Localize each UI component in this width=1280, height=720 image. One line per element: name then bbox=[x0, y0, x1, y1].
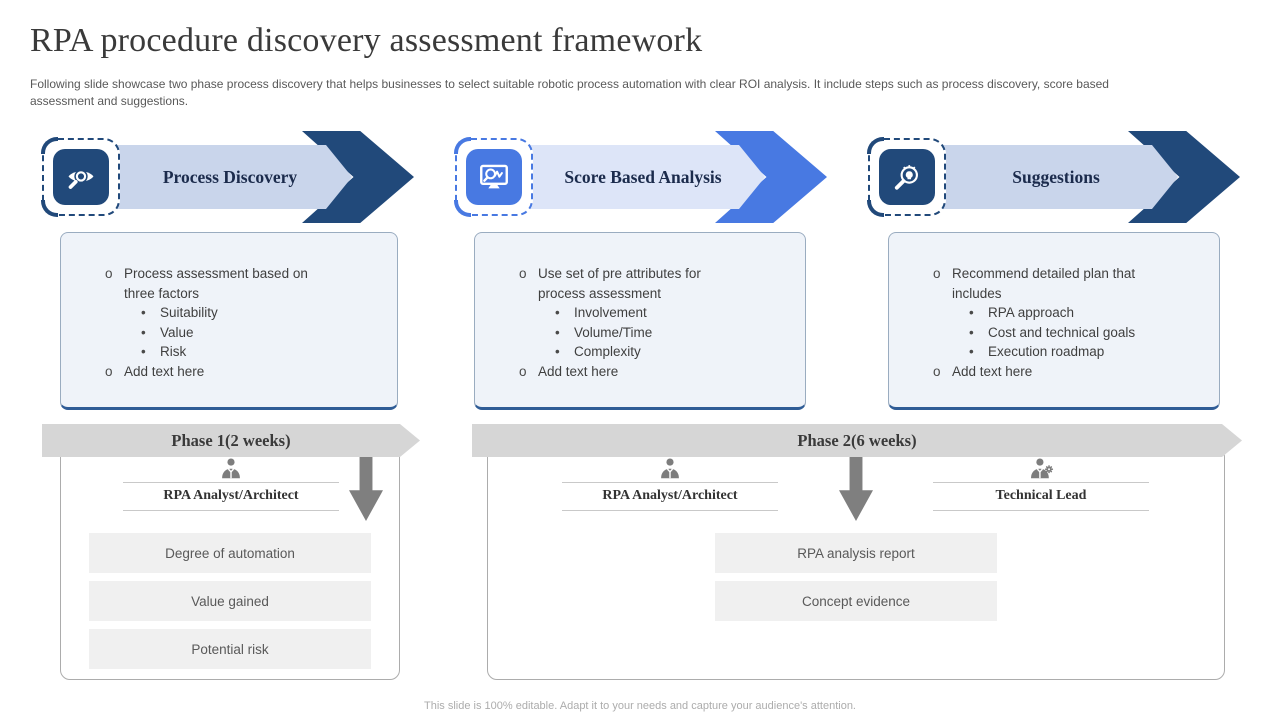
header-bar: Score Based Analysis bbox=[493, 145, 765, 209]
header-label: Suggestions bbox=[1012, 166, 1100, 187]
list-item: • Complexity bbox=[555, 342, 805, 362]
bullet-marker: • bbox=[555, 305, 560, 320]
bullet-marker: o bbox=[933, 266, 941, 281]
bullet-marker: • bbox=[141, 344, 146, 359]
criteria-box: Degree of automation bbox=[89, 533, 371, 573]
bullet-marker: o bbox=[933, 363, 941, 379]
list-item: • RPA approach bbox=[969, 303, 1219, 323]
list-item: • Involvement bbox=[555, 303, 805, 323]
phase-label: Phase 1(2 weeks) bbox=[171, 430, 291, 450]
bullet-text: Add text here bbox=[952, 363, 1033, 379]
phase-2-panel: RPA Analyst/Architect bbox=[487, 447, 1225, 680]
icon-tile bbox=[867, 137, 946, 217]
bullet-marker: • bbox=[555, 324, 560, 340]
icon-tile bbox=[41, 137, 120, 217]
criteria-box: Potential risk bbox=[89, 629, 371, 669]
list-item: • Cost and technical goals bbox=[969, 323, 1219, 343]
person-icon bbox=[562, 456, 778, 482]
corner-bracket bbox=[867, 200, 884, 217]
bullet-text: Add text here bbox=[124, 363, 205, 379]
bullet-text: Add text here bbox=[538, 363, 619, 379]
corner-bracket bbox=[41, 200, 58, 217]
list-item: o Process assessment based on three facto… bbox=[105, 264, 397, 303]
bullet-marker: • bbox=[141, 324, 146, 340]
deliverable-box: RPA analysis report bbox=[715, 533, 997, 573]
criteria-box: Value gained bbox=[89, 581, 371, 621]
phase-label: Phase 2(6 weeks) bbox=[797, 430, 917, 450]
header-process-discovery: Process Discovery bbox=[41, 131, 414, 223]
icon-tile bbox=[454, 137, 533, 217]
content-box-process-discovery: o Process assessment based on three facto… bbox=[60, 232, 398, 410]
bullet-marker: o bbox=[105, 363, 113, 379]
deliverable-box: Concept evidence bbox=[715, 581, 997, 621]
list-item: o Recommend detailed plan that includes bbox=[933, 264, 1219, 303]
header-suggestions: Suggestions bbox=[867, 131, 1240, 223]
header-label: Process Discovery bbox=[162, 166, 298, 187]
down-arrow-icon bbox=[349, 457, 383, 521]
bullet-text: Value bbox=[160, 324, 194, 340]
bullet-text: Execution roadmap bbox=[988, 344, 1105, 359]
phase-1-panel: RPA Analyst/Architect Degree of automati… bbox=[60, 447, 400, 680]
content-box-suggestions: o Recommend detailed plan that includes •… bbox=[888, 232, 1220, 410]
role-label: RPA Analyst/Architect bbox=[562, 482, 778, 511]
bullet-marker: o bbox=[519, 266, 527, 281]
bullet-marker: • bbox=[969, 324, 974, 340]
corner-bracket bbox=[454, 137, 471, 154]
idea-search-icon bbox=[879, 149, 935, 205]
list-item: • Risk bbox=[141, 342, 397, 362]
bullet-marker: • bbox=[969, 344, 974, 359]
slide-subtitle: Following slide showcase two phase proce… bbox=[30, 77, 1109, 108]
monitor-analysis-icon bbox=[466, 149, 522, 205]
person-gear-icon bbox=[933, 456, 1149, 482]
list-item: • Execution roadmap bbox=[969, 342, 1219, 362]
bullet-text: Recommend detailed plan that includes bbox=[952, 266, 1136, 301]
slide-footer-note: This slide is 100% editable. Adapt it to… bbox=[424, 700, 856, 712]
bullet-text: Volume/Time bbox=[574, 324, 653, 340]
bullet-text: Risk bbox=[160, 344, 187, 359]
person-icon bbox=[123, 456, 339, 482]
bullet-marker: • bbox=[969, 305, 974, 320]
bullet-text: Involvement bbox=[574, 305, 647, 320]
down-arrow-icon bbox=[839, 457, 873, 521]
bullet-text: Cost and technical goals bbox=[988, 324, 1136, 340]
role-rpa-analyst-architect: RPA Analyst/Architect bbox=[562, 456, 778, 511]
page-title: RPA procedure discovery assessment frame… bbox=[30, 22, 703, 59]
corner-bracket bbox=[41, 137, 58, 154]
bullet-text: RPA approach bbox=[988, 305, 1075, 320]
list-item: o Add text here bbox=[519, 362, 805, 382]
header-label: Score Based Analysis bbox=[564, 166, 722, 187]
header-score-based-analysis: Score Based Analysis bbox=[454, 131, 827, 223]
role-rpa-analyst-architect: RPA Analyst/Architect bbox=[123, 456, 339, 511]
list-item: o Add text here bbox=[105, 362, 397, 382]
bullet-text: Suitability bbox=[160, 305, 218, 320]
bullet-text: Use set of pre attributes for process as… bbox=[538, 266, 701, 301]
role-technical-lead: Technical Lead bbox=[933, 456, 1149, 511]
corner-bracket bbox=[454, 200, 471, 217]
role-label: RPA Analyst/Architect bbox=[123, 482, 339, 511]
list-item: • Suitability bbox=[141, 303, 397, 323]
list-item: • Value bbox=[141, 323, 397, 343]
bullet-marker: • bbox=[141, 305, 146, 320]
bullet-text: Process assessment based on three factor… bbox=[124, 266, 308, 301]
bullet-marker: o bbox=[105, 266, 113, 281]
list-item: o Use set of pre attributes for process a… bbox=[519, 264, 805, 303]
corner-bracket bbox=[867, 137, 884, 154]
bullet-text: Complexity bbox=[574, 344, 641, 359]
phase-2-bar: Phase 2(6 weeks) bbox=[472, 424, 1242, 457]
content-box-score-based-analysis: o Use set of pre attributes for process a… bbox=[474, 232, 806, 410]
header-bar: Process Discovery bbox=[80, 145, 352, 209]
bullet-marker: • bbox=[555, 344, 560, 359]
phase-1-bar: Phase 1(2 weeks) bbox=[42, 424, 420, 457]
header-bar: Suggestions bbox=[906, 145, 1178, 209]
role-label: Technical Lead bbox=[933, 482, 1149, 511]
list-item: • Volume/Time bbox=[555, 323, 805, 343]
list-item: o Add text here bbox=[933, 362, 1219, 382]
bullet-marker: o bbox=[519, 363, 527, 379]
search-eye-icon bbox=[53, 149, 109, 205]
